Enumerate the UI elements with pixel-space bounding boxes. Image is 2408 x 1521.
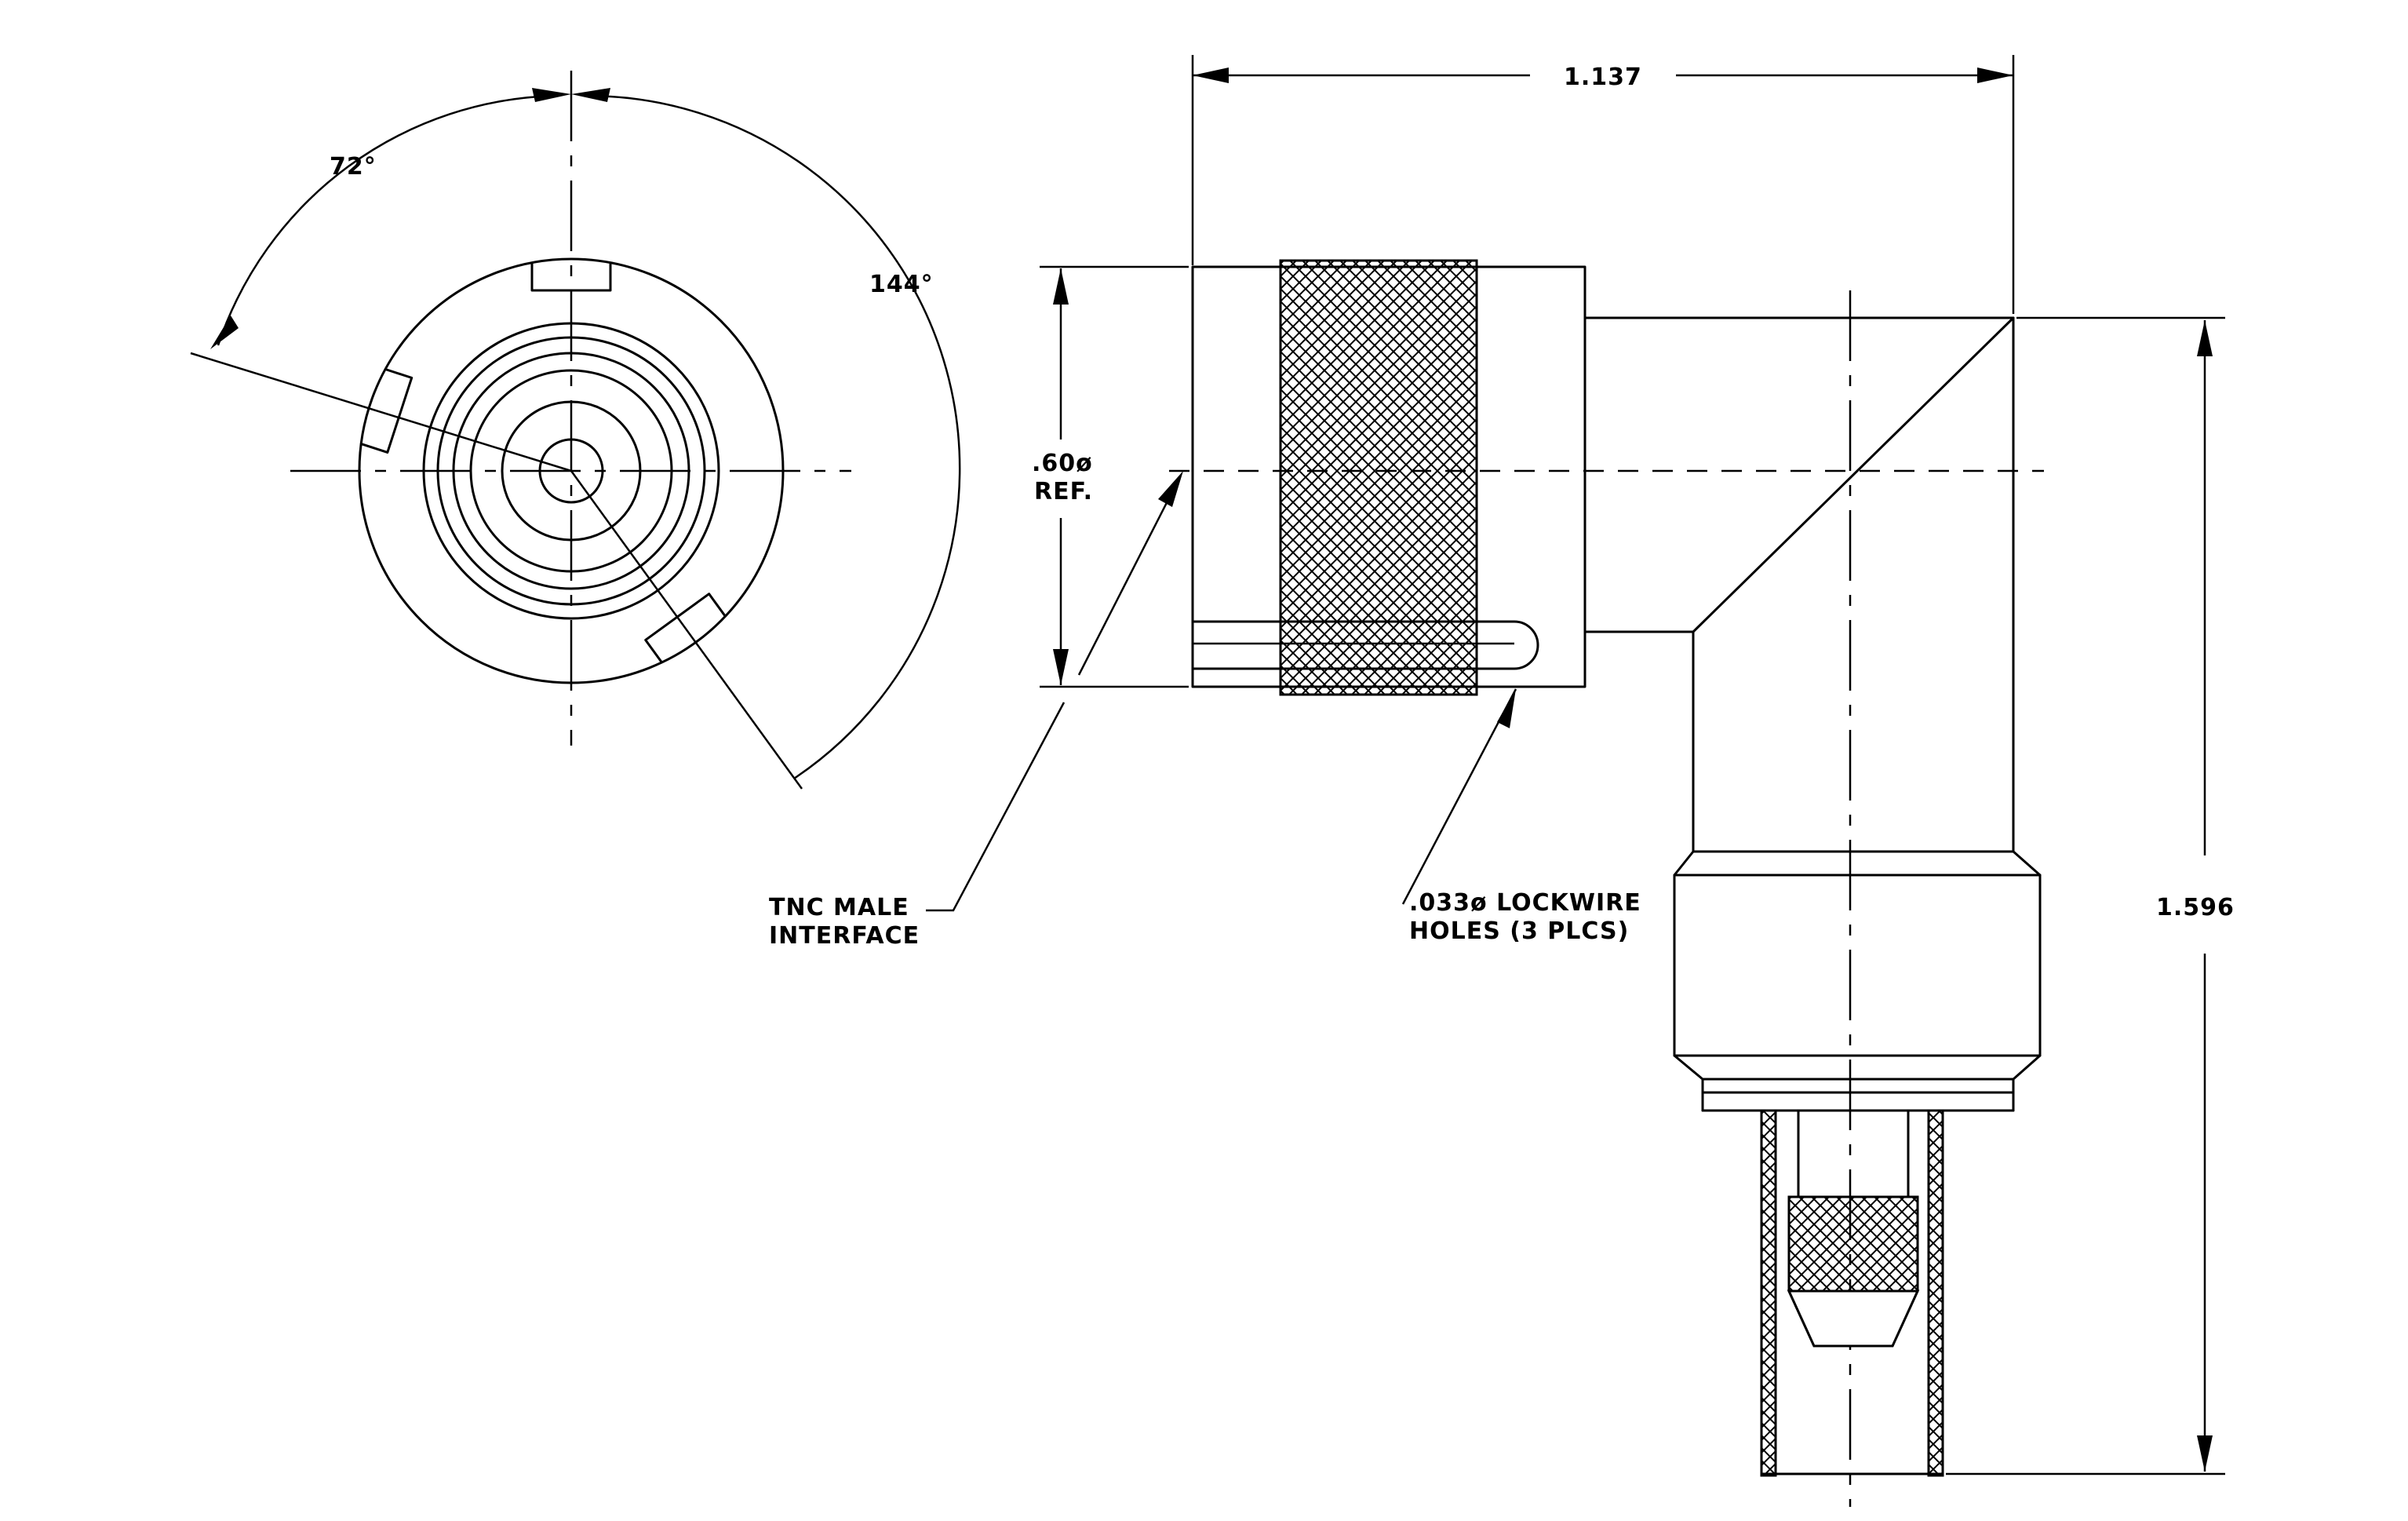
diameter-label-line2: REF. xyxy=(1034,478,1093,505)
interface-circle-1 xyxy=(436,336,706,606)
end-view: 72° 144° xyxy=(190,71,961,790)
interface-leader-line xyxy=(926,702,1066,912)
interface-circle-2 xyxy=(452,352,690,590)
cable-sleeve-left-wall xyxy=(1760,1109,1777,1477)
side-view: 1.137 .60ø REF. 1.596 xyxy=(769,55,2235,1507)
inner-pin-walls xyxy=(1797,1109,1910,1198)
angle-arc-144 xyxy=(585,94,961,780)
radial-line-72 xyxy=(190,352,572,472)
lockwire-label-line2: HOLES (3 PLCS) xyxy=(1409,917,1629,945)
arrowhead-72-start xyxy=(210,316,239,349)
angle-72-label: 72° xyxy=(330,153,377,181)
arrowhead-72-end xyxy=(532,88,571,102)
elbow-body xyxy=(1583,316,2015,853)
interface-circle-3 xyxy=(469,369,673,573)
height-dimension-label: 1.596 xyxy=(2156,894,2235,921)
cable-sleeve-right-wall xyxy=(1927,1109,1944,1477)
arrowhead-144-start xyxy=(571,88,610,102)
elbow-miter-line xyxy=(1692,316,2015,633)
interface-label-line2: INTERFACE xyxy=(769,922,920,950)
radial-line-144 xyxy=(570,470,803,790)
angle-arc-72 xyxy=(217,94,558,346)
bayonet-slot-top xyxy=(530,262,612,292)
width-dimension-label: 1.137 xyxy=(1564,64,1642,91)
lockwire-leader-line xyxy=(1401,688,1517,905)
coupling-circle xyxy=(422,322,720,620)
angle-144-label: 144° xyxy=(869,271,934,298)
interface-label-line1: TNC MALE xyxy=(769,894,909,921)
dielectric-circle xyxy=(501,400,642,542)
outer-body-circle xyxy=(358,257,785,684)
lockwire-hole xyxy=(1191,620,1539,670)
center-contact-circle xyxy=(538,438,604,504)
diameter-label-line1: .60ø xyxy=(1032,450,1093,477)
lockwire-label-line1: .033ø LOCKWIRE xyxy=(1409,889,1641,917)
knurled-coupling-band xyxy=(1279,259,1478,696)
bayonet-slot-left xyxy=(360,368,413,454)
